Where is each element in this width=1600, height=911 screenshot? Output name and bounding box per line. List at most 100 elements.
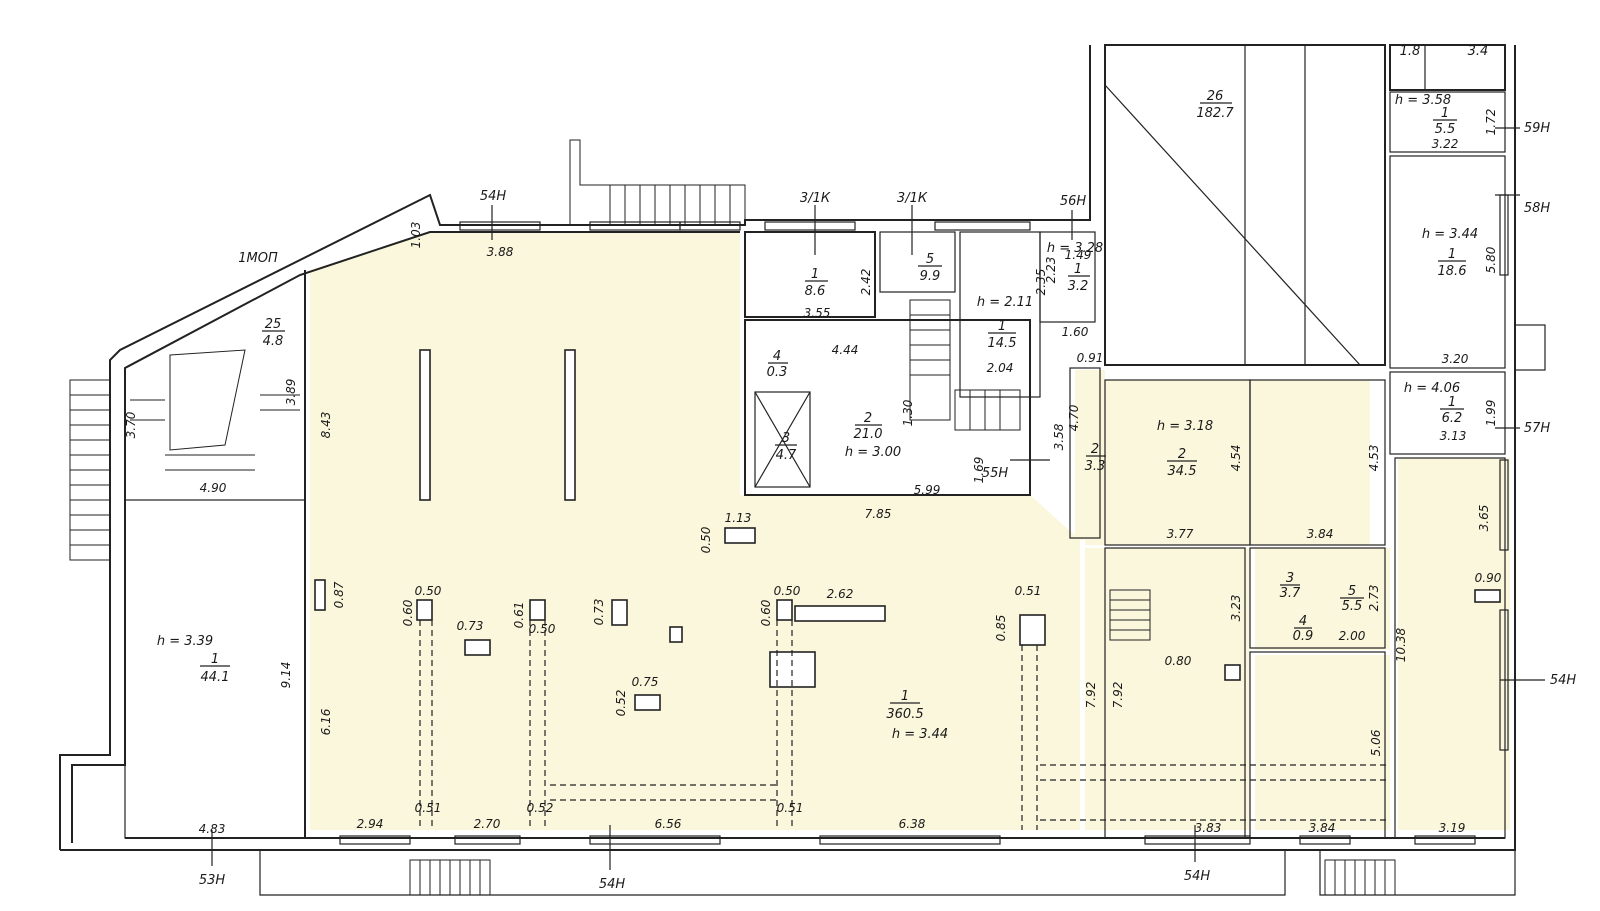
bottom-annex-right [1319,850,1516,896]
svg-text:3.84: 3.84 [1307,527,1334,541]
svg-text:1.60: 1.60 [1062,325,1089,339]
left-stair [69,349,300,561]
room-left-num: 1 [211,652,219,667]
room-62-num: 1 [1448,395,1456,410]
column-right [1224,664,1241,681]
room-sm32-h: h = 3.28 [1047,241,1103,256]
right-outer-box [1514,324,1546,371]
svg-text:3.22: 3.22 [1432,137,1459,151]
right-rooms-fill [1085,380,1370,545]
room-33-area: 3.3 [1085,459,1106,474]
wall-segment-2 [564,349,576,501]
room-left-h: h = 3.39 [157,634,213,649]
svg-text:1.72: 1.72 [1484,109,1498,136]
svg-text:4.83: 4.83 [199,822,226,836]
svg-text:4.90: 4.90 [200,481,227,495]
room-sm14-area: 14.5 [988,336,1017,351]
left-room-wall [124,499,306,839]
top-stair [569,139,746,226]
room-26-area: 182.7 [1196,106,1234,121]
svg-text:1.49: 1.49 [1065,248,1092,262]
room-55a-area: 5.5 [1435,122,1456,137]
svg-text:2.62: 2.62 [827,587,854,601]
room-5-5a-wall [1389,91,1506,153]
svg-text:1.30: 1.30 [901,399,915,426]
room-lift-area: 4.7 [776,448,797,463]
column-2 [529,599,546,621]
bottom-left-stair [409,859,491,896]
svg-text:0.73: 0.73 [457,619,484,633]
hall2-fill [1255,655,1390,830]
room-hall-num: 2 [864,411,872,426]
svg-text:0.85: 0.85 [994,615,1008,642]
svg-text:0.50: 0.50 [529,622,556,636]
room-hall-area: 21.0 [854,427,883,442]
svg-text:3.55: 3.55 [804,306,831,320]
column-4 [1019,614,1046,646]
room-closet-num: 4 [773,349,781,364]
right-big-fill [1085,548,1250,830]
svg-text:2.73: 2.73 [1367,585,1381,612]
svg-text:0.75: 0.75 [632,675,659,689]
room-sm1-area: 8.6 [805,284,826,299]
svg-text:0.51: 0.51 [415,801,442,815]
room-wc55-num: 5 [1348,584,1356,599]
column-9 [724,527,756,544]
room-186-num: 1 [1448,247,1456,262]
svg-text:5.80: 5.80 [1484,246,1498,273]
svg-text:4.70: 4.70 [1067,404,1081,431]
svg-text:3.23: 3.23 [1229,595,1243,622]
room-lift-num: 3 [782,431,790,446]
svg-text:3.88: 3.88 [487,245,514,259]
outer-wall [59,45,1091,850]
room-3-3-wall [1069,367,1101,539]
svg-text:1.99: 1.99 [1484,400,1498,427]
room-345-h: h = 3.18 [1157,419,1213,434]
svg-text:0.51: 0.51 [1015,584,1042,598]
wc-fill [1255,548,1390,650]
column-1 [416,599,433,621]
svg-text:3.89: 3.89 [284,379,298,406]
room-far-right-wall [1394,457,1506,839]
column-6 [464,639,491,656]
svg-text:59Н: 59Н [1524,121,1551,136]
svg-text:3.19: 3.19 [1439,821,1466,835]
dimension-labels: 3.88 8.43 9.14 6.16 0.87 1.03 3.70 3.89 … [124,109,1502,836]
room-18-6-wall [1389,155,1506,369]
small33-fill [1075,370,1105,540]
svg-text:2.23: 2.23 [1044,257,1058,284]
svg-text:0.60: 0.60 [401,599,415,626]
svg-text:3.58: 3.58 [1052,423,1066,450]
room-55a-num: 1 [1441,106,1449,121]
svg-text:3.77: 3.77 [1167,527,1194,541]
svg-text:7.92: 7.92 [1084,682,1098,709]
room-top-wall [1389,44,1506,91]
bottom-right-stair [1324,859,1396,896]
room-345-area: 34.5 [1168,464,1197,479]
room-33-num: 2 [1091,442,1099,457]
svg-text:54Н: 54Н [1550,673,1577,688]
room-sm5-num: 5 [926,252,934,267]
svg-text:3.70: 3.70 [124,411,138,438]
room-hall-h: h = 3.00 [845,445,901,460]
room-3-2-wall [1039,231,1096,323]
svg-text:0.60: 0.60 [759,599,773,626]
svg-text:0.73: 0.73 [592,599,606,626]
svg-text:9.14: 9.14 [279,662,293,689]
svg-text:55Н: 55Н [982,466,1009,481]
svg-text:1.69: 1.69 [972,457,986,484]
svg-text:2.04: 2.04 [987,361,1014,375]
svg-text:54Н: 54Н [1184,869,1211,884]
room-wc37-num: 3 [1286,571,1294,586]
svg-text:54Н: 54Н [599,877,626,892]
room-wc55-area: 5.5 [1342,599,1363,614]
room-186-h: h = 3.44 [1422,227,1478,242]
svg-text:0.51: 0.51 [777,801,804,815]
room-sm14-num: 1 [998,319,1006,334]
wall-segment-1 [419,349,431,501]
room-26-num: 26 [1207,89,1224,104]
svg-text:1.03: 1.03 [409,222,423,249]
room-left-area: 44.1 [201,670,230,685]
room-34-5b-wall [1249,379,1386,546]
